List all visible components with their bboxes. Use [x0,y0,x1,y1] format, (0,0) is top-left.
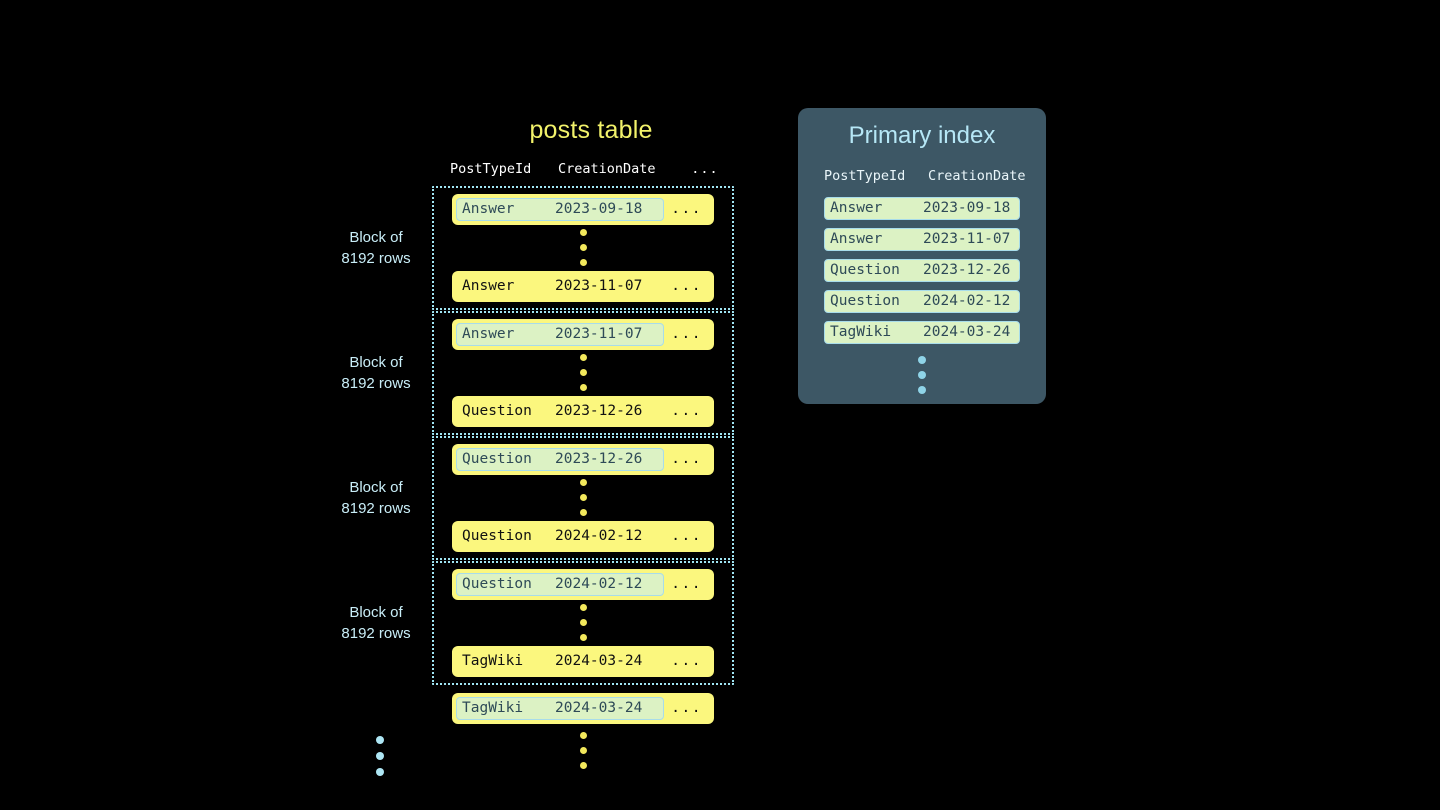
row-highlight-box: Answer 2023-11-07 [456,322,664,346]
index-cell-posttypeid: Question [830,293,900,309]
blocks-area: Block of 8192 rows Answer 2023-09-18 ...… [330,185,740,776]
block-1-label-line2: 8192 rows [341,374,411,392]
primary-index-panel: Primary index PostTypeId CreationDate An… [798,108,1046,404]
column-header-posttypeid: PostTypeId [450,161,532,177]
index-cell-creationdate: 2024-03-24 [923,324,1011,340]
index-cell-posttypeid: Answer [830,231,883,247]
row-cells: Question 2024-02-12 [456,525,664,548]
block-0: Block of 8192 rows Answer 2023-09-18 ...… [341,185,734,310]
index-cell-posttypeid: Answer [830,200,883,216]
table-row: Answer 2023-11-07 ... [452,270,714,302]
table-row: Answer 2023-09-18 ... [452,193,714,225]
table-row: Question 2024-02-12 ... [452,568,714,600]
cell-posttypeid: Answer [462,278,515,294]
column-header-creationdate: CreationDate [558,161,656,177]
cell-ellipsis: ... [671,528,702,544]
index-column-header-creationdate: CreationDate [928,168,1026,184]
cell-ellipsis: ... [671,700,702,716]
index-entry: Answer 2023-11-07 [824,227,1020,251]
primary-index-column-headers: PostTypeId CreationDate [798,168,1046,184]
index-cell-creationdate: 2023-09-18 [923,200,1011,216]
index-entry: TagWiki 2024-03-24 [824,320,1020,344]
index-cell-creationdate: 2024-02-12 [923,293,1011,309]
row-ellipsis-dots [434,350,732,396]
cell-posttypeid: Answer [462,201,515,217]
cell-posttypeid: Question [462,576,532,592]
cell-creationdate: 2023-12-26 [555,403,643,419]
cell-ellipsis: ... [671,451,702,467]
cell-posttypeid: Question [462,403,532,419]
index-entry: Question 2023-12-26 [824,258,1020,282]
posts-table-title: posts table [529,116,653,144]
block-3-label: Block of 8192 rows [326,602,426,644]
block-1-label-line1: Block of [349,353,403,371]
cell-ellipsis: ... [671,278,702,294]
index-cell-posttypeid: TagWiki [830,324,892,340]
block-0-label-line2: 8192 rows [341,249,411,267]
index-cell-posttypeid: Question [830,262,900,278]
rows-continuation-dots [432,728,734,774]
primary-index-title: Primary index [848,122,996,149]
cell-posttypeid: Question [462,451,532,467]
index-cell-creationdate: 2023-11-07 [923,231,1011,247]
row-ellipsis-dots [434,225,732,271]
index-continuation-dots [798,355,1046,394]
cell-creationdate: 2023-12-26 [555,451,643,467]
index-cell-creationdate: 2023-12-26 [923,262,1011,278]
row-highlight-box: Question 2023-12-26 [456,447,664,471]
cell-creationdate: 2023-09-18 [555,201,643,217]
table-row: Answer 2023-11-07 ... [452,318,714,350]
cell-posttypeid: Question [462,528,532,544]
row-ellipsis-dots [434,600,732,646]
index-entry: Answer 2023-09-18 [824,196,1020,220]
posts-table-section: posts table PostTypeId CreationDate ... … [330,116,740,776]
block-0-label: Block of 8192 rows [326,227,426,269]
cell-posttypeid: Answer [462,326,515,342]
row-cells: Answer 2023-11-07 [456,275,664,298]
cell-creationdate: 2023-11-07 [555,278,643,294]
block-0-label-line1: Block of [349,228,403,246]
index-column-header-posttypeid: PostTypeId [824,168,906,184]
cell-ellipsis: ... [671,403,702,419]
block-3: Block of 8192 rows Question 2024-02-12 .… [341,560,734,685]
row-cells: Question 2023-12-26 [456,400,664,423]
posts-table-column-headers: PostTypeId CreationDate ... [450,161,732,177]
row-highlight-box: Answer 2023-09-18 [456,197,664,221]
cell-ellipsis: ... [671,326,702,342]
block-2-label-line1: Block of [349,478,403,496]
block-1-label: Block of 8192 rows [326,352,426,394]
primary-index-entries: Answer 2023-09-18 Answer 2023-11-07 Ques… [798,196,1046,344]
blocks-continuation-dots [330,735,430,776]
block-2-label: Block of 8192 rows [326,477,426,519]
cell-creationdate: 2024-03-24 [555,653,643,669]
cell-posttypeid: TagWiki [462,653,524,669]
trailing-row-wrapper: TagWiki 2024-03-24 ... [432,692,734,724]
table-row: Question 2023-12-26 ... [452,395,714,427]
table-row: TagWiki 2024-03-24 ... [452,645,714,677]
table-row: Question 2023-12-26 ... [452,443,714,475]
column-header-ellipsis: ... [691,161,719,177]
cell-ellipsis: ... [671,653,702,669]
block-1: Block of 8192 rows Answer 2023-11-07 ...… [341,310,734,435]
table-continuation-area [376,728,734,776]
block-3-label-line2: 8192 rows [341,624,411,642]
cell-creationdate: 2024-02-12 [555,528,643,544]
cell-creationdate: 2023-11-07 [555,326,643,342]
block-3-label-line1: Block of [349,603,403,621]
row-highlight-box: TagWiki 2024-03-24 [456,696,664,720]
table-row: TagWiki 2024-03-24 ... [452,692,714,724]
index-entry: Question 2024-02-12 [824,289,1020,313]
cell-creationdate: 2024-03-24 [555,700,643,716]
cell-ellipsis: ... [671,201,702,217]
row-highlight-box: Question 2024-02-12 [456,572,664,596]
cell-posttypeid: TagWiki [462,700,524,716]
row-ellipsis-dots [434,475,732,521]
cell-creationdate: 2024-02-12 [555,576,643,592]
block-2-label-line2: 8192 rows [341,499,411,517]
block-2: Block of 8192 rows Question 2023-12-26 .… [341,435,734,560]
row-cells: TagWiki 2024-03-24 [456,650,664,673]
cell-ellipsis: ... [671,576,702,592]
table-row: Question 2024-02-12 ... [452,520,714,552]
